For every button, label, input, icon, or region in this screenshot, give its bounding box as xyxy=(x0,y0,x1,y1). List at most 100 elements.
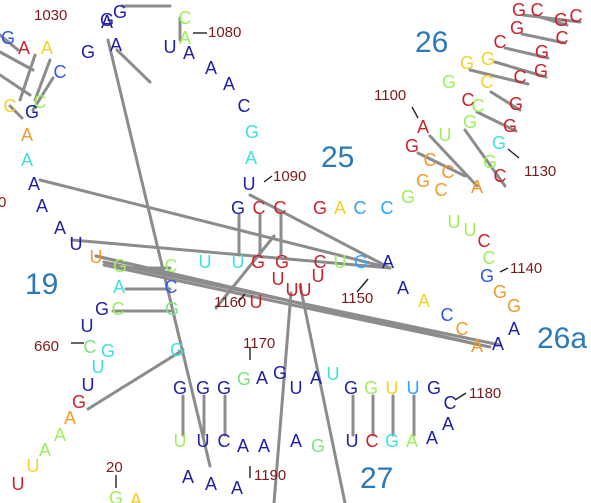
helix-label-27: 27 xyxy=(360,462,393,495)
nucleotide: A xyxy=(39,440,51,460)
nucleotide: A xyxy=(471,336,483,356)
nucleotide: G xyxy=(173,378,187,398)
nucleotide: U xyxy=(243,174,256,194)
nucleotide: A xyxy=(245,148,257,168)
position-label-1150: 1150 xyxy=(341,290,373,307)
position-tick xyxy=(263,175,273,183)
nucleotide: G xyxy=(100,10,114,30)
nucleotide: G xyxy=(81,42,95,62)
nucleotide: C xyxy=(179,8,192,28)
nucleotide: U xyxy=(464,220,477,240)
position-ticks xyxy=(71,32,520,488)
nucleotide: G xyxy=(25,102,39,122)
position-label-1030: 1030 xyxy=(34,7,67,24)
position-tick xyxy=(454,392,467,401)
base-pair-bond xyxy=(503,46,550,60)
nucleotide: U xyxy=(12,474,25,494)
helix-label-26a: 26a xyxy=(537,322,587,355)
base-pair-bond xyxy=(272,291,293,503)
nucleotide: G xyxy=(364,378,378,398)
nucleotide: U xyxy=(407,378,420,398)
nucleotide: C xyxy=(462,90,475,110)
nucleotide: C xyxy=(218,431,231,451)
nucleotide: A xyxy=(205,474,217,494)
nucleotide: G xyxy=(311,436,325,456)
nucleotide: C xyxy=(381,198,394,218)
nucleotide: G xyxy=(217,378,231,398)
position-label-660: 660 xyxy=(34,338,59,355)
position-label-1170: 1170 xyxy=(243,335,275,352)
nucleotide: U xyxy=(250,292,263,312)
nucleotide: U xyxy=(197,431,210,451)
nucleotide: G xyxy=(237,369,251,389)
nucleotide: U xyxy=(174,431,187,451)
nucleotide: A xyxy=(113,277,125,297)
nucleotide: C xyxy=(274,198,287,218)
nucleotide: G xyxy=(460,53,474,73)
nucleotide: A xyxy=(382,252,394,272)
nucleotide: U xyxy=(346,431,359,451)
nucleotide: G xyxy=(405,136,419,156)
nucleotide: A xyxy=(508,319,520,339)
nucleotide: C xyxy=(4,96,17,116)
position-tick xyxy=(507,148,520,159)
nucleotide: G xyxy=(196,378,210,398)
nucleotide: C xyxy=(165,277,178,297)
nucleotide: A xyxy=(54,425,66,445)
nucleotide: G xyxy=(503,116,517,136)
nucleotide: C xyxy=(435,180,448,200)
nucleotide: C xyxy=(483,248,496,268)
nucleotide: A xyxy=(258,436,270,456)
nucleotide: A xyxy=(406,431,418,451)
base-pair-bond xyxy=(33,58,52,102)
base-pair-bond xyxy=(31,76,55,112)
nucleotide: C xyxy=(112,299,125,319)
base-pair-bond xyxy=(38,178,392,270)
nucleotide: U xyxy=(334,252,347,272)
nucleotide: A xyxy=(130,490,142,503)
nucleotide: C xyxy=(556,28,569,48)
nucleotide: U xyxy=(286,280,299,300)
base-pair-bond xyxy=(115,48,152,84)
nucleotide: U xyxy=(290,378,303,398)
position-label-1080: 1080 xyxy=(208,24,241,41)
nucleotide: U xyxy=(439,125,452,145)
nucleotide: G xyxy=(245,122,259,142)
base-pair-bond xyxy=(102,263,492,349)
nucleotide: G xyxy=(313,198,327,218)
nucleotide: G xyxy=(512,0,526,20)
nucleotide: C xyxy=(570,6,583,26)
nucleotide: G xyxy=(416,171,430,191)
nucleotide: A xyxy=(397,278,409,298)
nucleotide: A xyxy=(334,198,346,218)
nucleotide: A xyxy=(471,177,483,197)
nucleotide: G xyxy=(165,299,179,319)
nucleotide: U xyxy=(92,357,105,377)
nucleotide: C xyxy=(478,231,491,251)
nucleotide: A xyxy=(231,478,243,498)
nucleotide: A xyxy=(18,38,30,58)
nucleotide: C xyxy=(472,96,485,116)
nucleotide: C xyxy=(54,62,67,82)
nucleotide: G xyxy=(354,252,368,272)
nucleotide: G xyxy=(385,431,399,451)
nucleotide: G xyxy=(273,363,287,383)
nucleotide: A xyxy=(290,431,302,451)
base-pair-bond xyxy=(214,234,276,310)
nucleotide: U xyxy=(312,266,325,286)
nucleotide: G xyxy=(113,256,127,276)
nucleotide: C xyxy=(354,198,367,218)
base-pair-bond xyxy=(0,33,20,52)
nucleotide: C xyxy=(444,393,457,413)
nucleotide: G xyxy=(109,488,123,503)
nucleotide: U xyxy=(90,247,103,267)
nucleotide: G xyxy=(442,72,456,92)
nucleotide: C xyxy=(366,431,379,451)
position-label-fragment: 0 xyxy=(0,194,6,211)
position-tick xyxy=(356,278,369,293)
nucleotide: C xyxy=(441,305,454,325)
nucleotide: A xyxy=(182,467,194,487)
nucleotide: A xyxy=(183,43,195,63)
nucleotide: G xyxy=(481,49,495,69)
